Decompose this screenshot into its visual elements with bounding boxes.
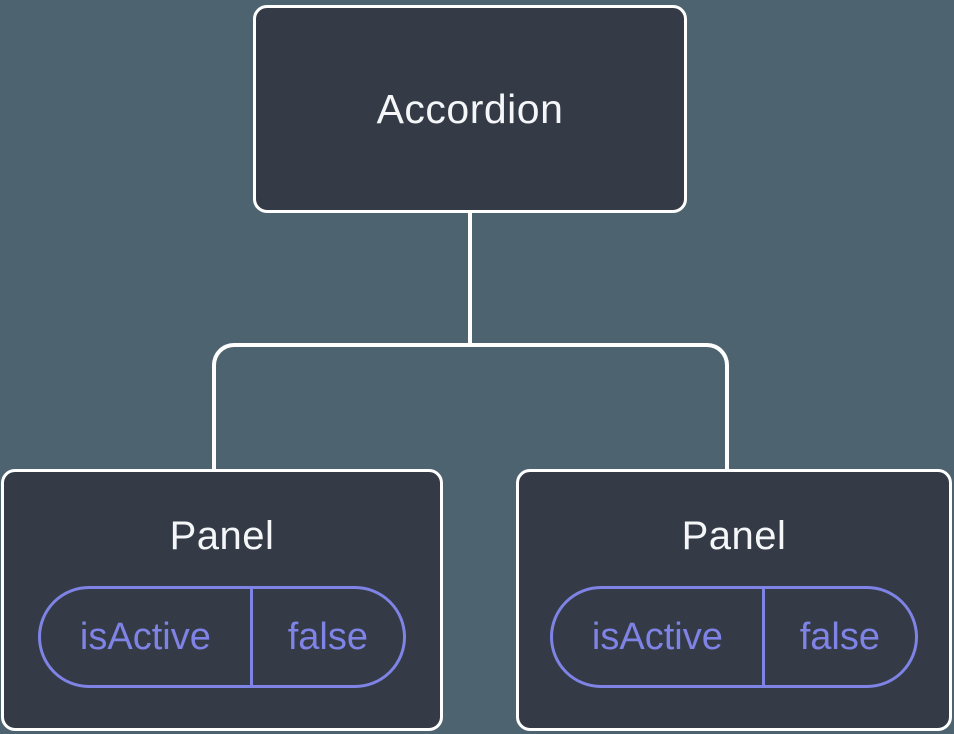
state-value: false [799,615,881,658]
accordion-node-label: Accordion [376,85,564,132]
connector-bracket-line [212,343,729,473]
state-name: isActive [41,589,253,685]
connector-stem-line [468,211,472,347]
panel-node-right: Panel isActive false [516,469,952,731]
panel-left-state-pill: isActive false [38,586,406,688]
state-value: false [287,615,369,658]
panel-right-state-pill: isActive false [550,586,918,688]
state-name: isActive [553,589,765,685]
panel-right-label: Panel [681,514,787,558]
panel-node-left: Panel isActive false [1,469,443,731]
accordion-node: Accordion [253,5,687,213]
panel-left-label: Panel [169,514,275,558]
